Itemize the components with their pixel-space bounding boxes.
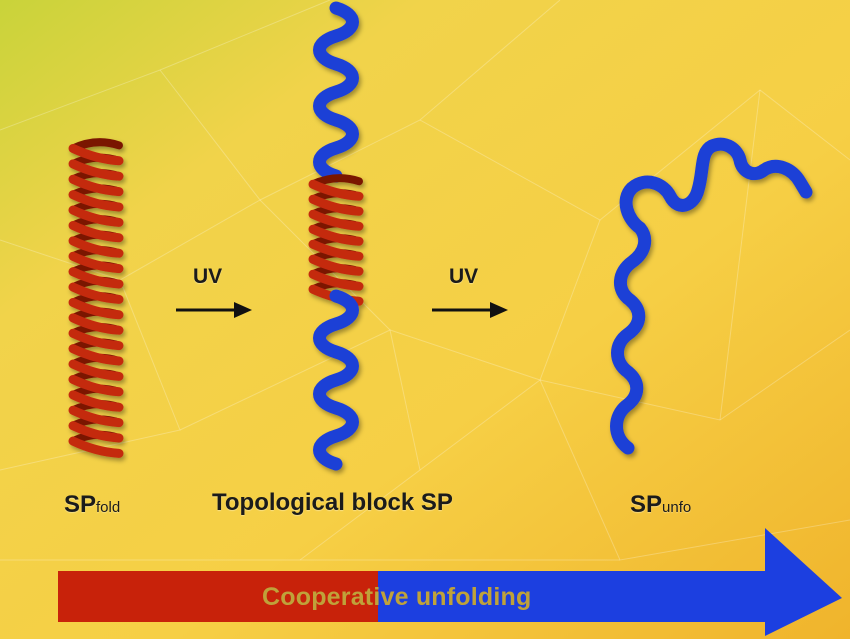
uv-arrow-2	[432, 302, 508, 318]
fold-helix-front-turn	[68, 374, 124, 397]
block-copolymer	[308, 1, 364, 471]
block-helix-front-turn	[308, 239, 364, 261]
fold-helix-front-turn	[68, 405, 124, 428]
fold-helix-front-turn	[68, 313, 124, 335]
block-helix-front-turn	[308, 209, 364, 231]
fold-helix-front-turn	[68, 190, 124, 212]
label-topological-block: Topological block SP	[212, 489, 453, 516]
folded-helix	[68, 138, 124, 458]
label-sp-unfo-main: SP	[630, 491, 663, 518]
unfolding-progress-arrow	[58, 528, 842, 636]
block-helix-front-turn	[308, 179, 364, 201]
label-sp-unfo: SPunfo	[630, 491, 691, 519]
fold-helix-front-turn	[68, 220, 124, 243]
fold-helix-front-turn	[68, 143, 124, 166]
block-helix-front-turn	[308, 254, 364, 276]
fold-helix-front-turn	[68, 267, 124, 289]
uv-label-1: UV	[193, 265, 223, 288]
fold-helix-front-turn	[68, 359, 124, 381]
uv-label-2: UV	[449, 265, 479, 288]
fold-helix-front-turn	[68, 421, 124, 443]
block-top-coil	[313, 1, 359, 183]
block-helix-front-turn	[308, 224, 364, 246]
fold-helix-front-turn	[68, 236, 124, 258]
fold-helix-front-turn	[68, 205, 124, 227]
fold-helix-front-turn	[68, 436, 124, 458]
block-helix-front-turn	[308, 269, 364, 291]
block-helix-segment	[308, 174, 364, 306]
fold-helix-front-turn	[68, 297, 124, 320]
unfolded-chain	[610, 137, 813, 455]
fold-helix-front-turn	[68, 174, 124, 197]
label-sp-fold-main: SP	[64, 491, 97, 518]
fold-helix-front-turn	[68, 390, 124, 412]
block-bottom-coil	[313, 289, 359, 471]
cooperative-unfolding-label: Cooperative unfolding	[262, 583, 532, 611]
label-sp-fold-subscript: fold	[96, 499, 121, 516]
label-sp-unfo-subscript: unfo	[662, 499, 692, 516]
fold-helix-front-turn	[68, 282, 124, 304]
label-sp-fold: SPfold	[64, 491, 120, 519]
fold-helix-front-turn	[68, 328, 124, 351]
unfolded-coil	[610, 137, 813, 455]
block-helix-front-turn	[308, 194, 364, 216]
fold-helix-front-turn	[68, 159, 124, 181]
fold-helix-front-turn	[68, 344, 124, 366]
fold-helix-front-turn	[68, 251, 124, 274]
uv-arrow-1	[176, 302, 252, 318]
